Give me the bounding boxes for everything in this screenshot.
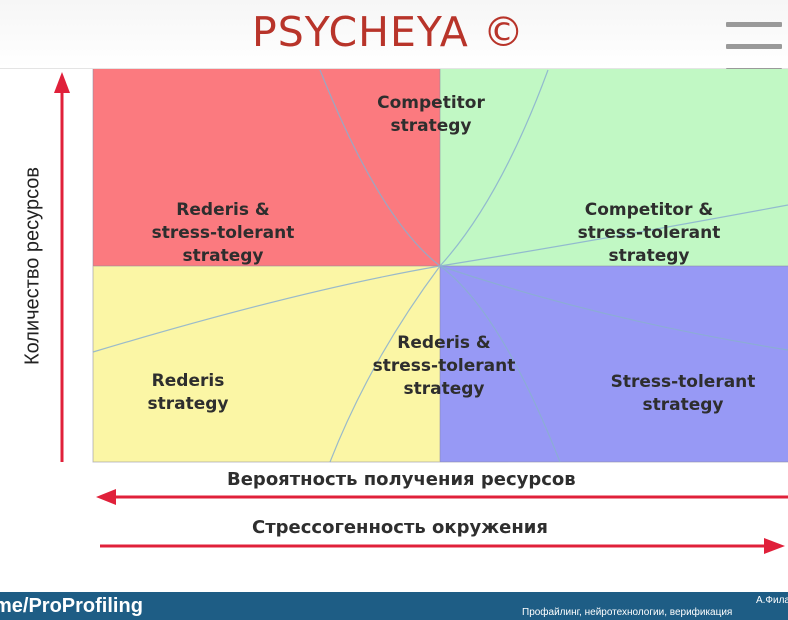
- x-axis-label-stress: Стрессогенность окружения: [252, 517, 548, 538]
- label-competitor-strategy: Competitor strategy: [377, 93, 485, 136]
- footer-author: А.Фила: [755, 595, 788, 606]
- quadrant-bottom-left: [93, 266, 440, 462]
- label-rederis-stress-tolerant-top: Rederis & stress-tolerant strategy: [151, 200, 295, 266]
- footer-tagline: Профайлинг, нейротехнологии, верификация: [522, 607, 733, 618]
- quadrant-bottom-right: [440, 266, 788, 462]
- quadrant-top-left: [93, 69, 440, 266]
- x-arrow-right: [100, 538, 785, 554]
- y-axis-arrow: [54, 72, 70, 462]
- label-competitor-stress-tolerant: Competitor & stress-tolerant strategy: [577, 200, 721, 266]
- footer: me/ProProfiling А.Фила Профайлинг, нейро…: [0, 592, 788, 620]
- brand-title: PSYCHEYA ©: [252, 8, 525, 56]
- y-axis-label: Количество ресурсов: [21, 166, 44, 366]
- label-rederis-stress-tolerant-center: Rederis & stress-tolerant strategy: [372, 333, 516, 399]
- header: PSYCHEYA ©: [0, 0, 788, 73]
- x-arrow-left: [96, 489, 788, 505]
- footer-channel-link[interactable]: me/ProProfiling: [0, 595, 143, 617]
- label-stress-tolerant-strategy: Stress-tolerant strategy: [610, 372, 756, 415]
- strategy-diagram: [54, 69, 788, 554]
- label-rederis-strategy: Rederis strategy: [147, 371, 229, 414]
- x-axis-label-probability: Вероятность получения ресурсов: [227, 469, 576, 490]
- curve-lines: [92, 69, 788, 463]
- quadrant-top-right: [440, 69, 788, 266]
